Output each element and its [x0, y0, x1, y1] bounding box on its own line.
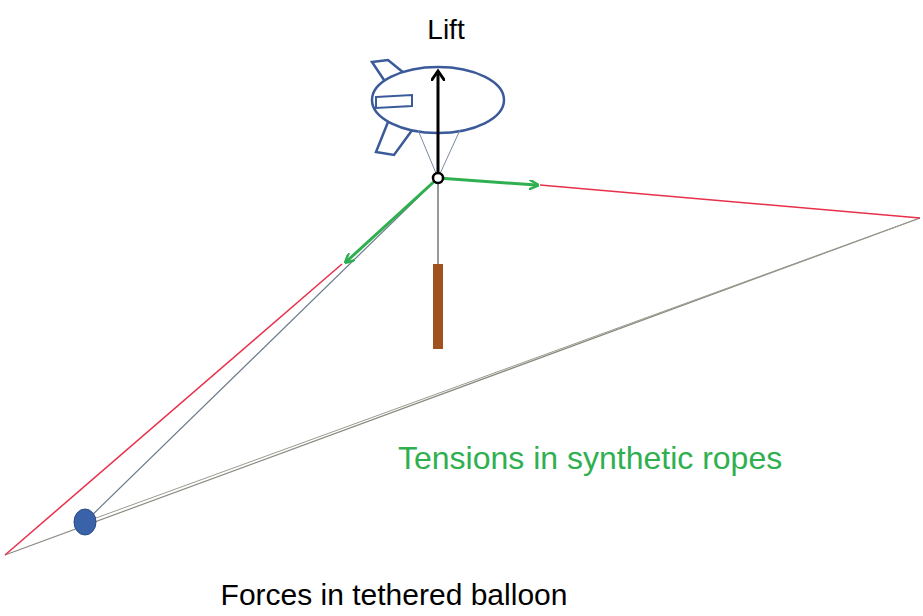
hang-line: [438, 178, 439, 265]
rigging-line: [418, 130, 438, 178]
tension-arrow: [347, 178, 438, 261]
rope: [5, 264, 342, 555]
tension-arrow: [438, 178, 536, 185]
tail-fin: [376, 95, 412, 108]
attachment-point: [433, 173, 443, 183]
force-label: Lift: [427, 14, 464, 46]
rope: [540, 185, 920, 218]
ground-line: [5, 218, 920, 555]
payload-weight: [433, 264, 443, 349]
rigging-line: [438, 130, 460, 178]
tether-line: [85, 178, 438, 522]
force-label: Tensions in synthetic ropes: [398, 440, 782, 477]
figure-caption: Forces in tethered balloon: [221, 578, 568, 612]
lift-arrow: [437, 74, 440, 176]
anchor-point: [74, 509, 96, 535]
ground-line: [85, 218, 920, 522]
